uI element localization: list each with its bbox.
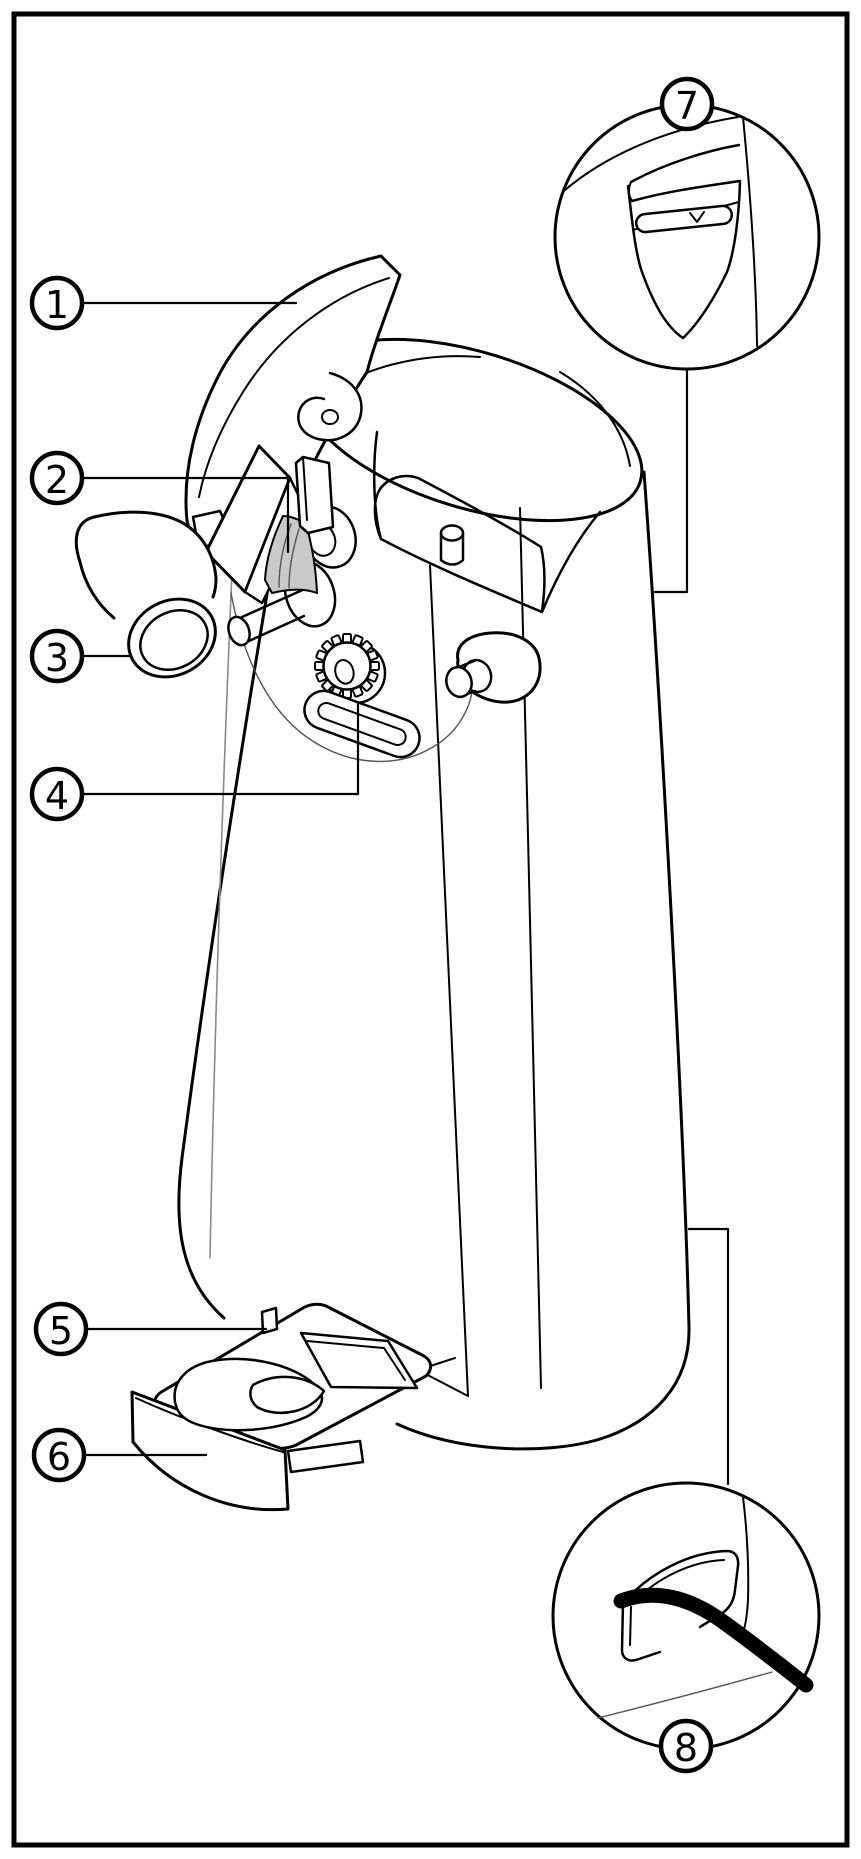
callout-5-label: 5 xyxy=(49,1309,73,1353)
inset7-disc-bottom xyxy=(630,179,742,203)
inset8-contour xyxy=(597,1671,773,1719)
cutting-head xyxy=(204,371,363,647)
callout-2-label: 2 xyxy=(45,458,69,502)
callout-8-label: 8 xyxy=(674,1726,698,1770)
tray-peg xyxy=(260,1306,279,1335)
inset7-disc-top xyxy=(629,143,741,184)
callout-3-label: 3 xyxy=(45,636,69,680)
callout-badges: 1 2 3 4 5 6 7 xyxy=(29,76,715,1774)
callout-3: 3 xyxy=(29,628,85,684)
inset8-slot-upper xyxy=(621,1549,740,1629)
gear-hub xyxy=(334,659,355,685)
callout-2: 2 xyxy=(29,450,85,506)
inset7-pointer xyxy=(689,211,705,223)
guide-slot xyxy=(303,689,421,759)
hook-pin xyxy=(321,409,339,425)
inset8-circle xyxy=(551,1481,821,1751)
body-center-seam xyxy=(429,564,469,1397)
callout-7: 7 xyxy=(659,76,715,132)
blade-hatch-2 xyxy=(288,528,300,589)
top-recess-step xyxy=(373,474,546,613)
pivot-axle xyxy=(227,586,309,647)
body-rim-inner-right xyxy=(559,371,631,467)
inset7-disc-cap xyxy=(627,181,633,202)
inset-cord-detail xyxy=(551,1481,821,1751)
inset7-rim-arc xyxy=(564,116,739,191)
inset8-slot-inner-left xyxy=(629,1606,632,1646)
callout-4-label: 4 xyxy=(45,774,69,818)
inset7-body-edge xyxy=(742,116,758,347)
inset7-circle xyxy=(553,103,821,371)
spring-hook xyxy=(297,371,363,442)
release-knob xyxy=(445,631,542,704)
callout-7-label: 7 xyxy=(675,84,699,128)
leader-lines xyxy=(81,301,730,1486)
lever-inner-line xyxy=(198,277,390,498)
drawer-right-lip xyxy=(286,1439,365,1474)
callout-6-label: 6 xyxy=(47,1435,71,1479)
leader-2 xyxy=(81,476,290,554)
front-recess-outline xyxy=(230,592,476,763)
blade-holder-strap xyxy=(294,455,335,535)
inset-top-detail xyxy=(553,103,821,371)
drive-wheel xyxy=(303,633,421,759)
gear xyxy=(314,633,380,699)
blade-holder-bend xyxy=(302,456,308,521)
callout-4: 4 xyxy=(29,766,85,822)
drawer-recess xyxy=(299,1331,419,1390)
inset8-slot-left xyxy=(620,1601,662,1662)
magnet-holder xyxy=(74,510,218,679)
callout-8: 8 xyxy=(658,1718,714,1774)
callout-1-label: 1 xyxy=(45,283,69,327)
magnet-arm xyxy=(74,510,218,599)
top-pin xyxy=(439,524,465,566)
leader-8 xyxy=(687,1227,730,1486)
drawer-lens xyxy=(249,1375,326,1415)
inset7-slot xyxy=(634,204,734,234)
leader-7 xyxy=(653,367,689,594)
callout-5: 5 xyxy=(33,1301,89,1357)
crumb-drawer xyxy=(130,1302,433,1512)
magnet-arm-bottom xyxy=(78,560,116,620)
body-right-edge xyxy=(395,470,691,1451)
leader-4 xyxy=(81,700,360,796)
inset8-body-edge xyxy=(741,1496,750,1636)
power-cord xyxy=(613,1587,814,1693)
drawer-front-face xyxy=(130,1390,290,1512)
drawer-recess-inner xyxy=(306,1340,406,1381)
magnet-face-inner xyxy=(139,609,209,671)
callout-1: 1 xyxy=(29,275,85,331)
inset7-egg-outline xyxy=(626,180,742,340)
top-recess-outer xyxy=(372,430,602,614)
callout-6: 6 xyxy=(31,1427,87,1483)
knob-button xyxy=(445,665,473,699)
